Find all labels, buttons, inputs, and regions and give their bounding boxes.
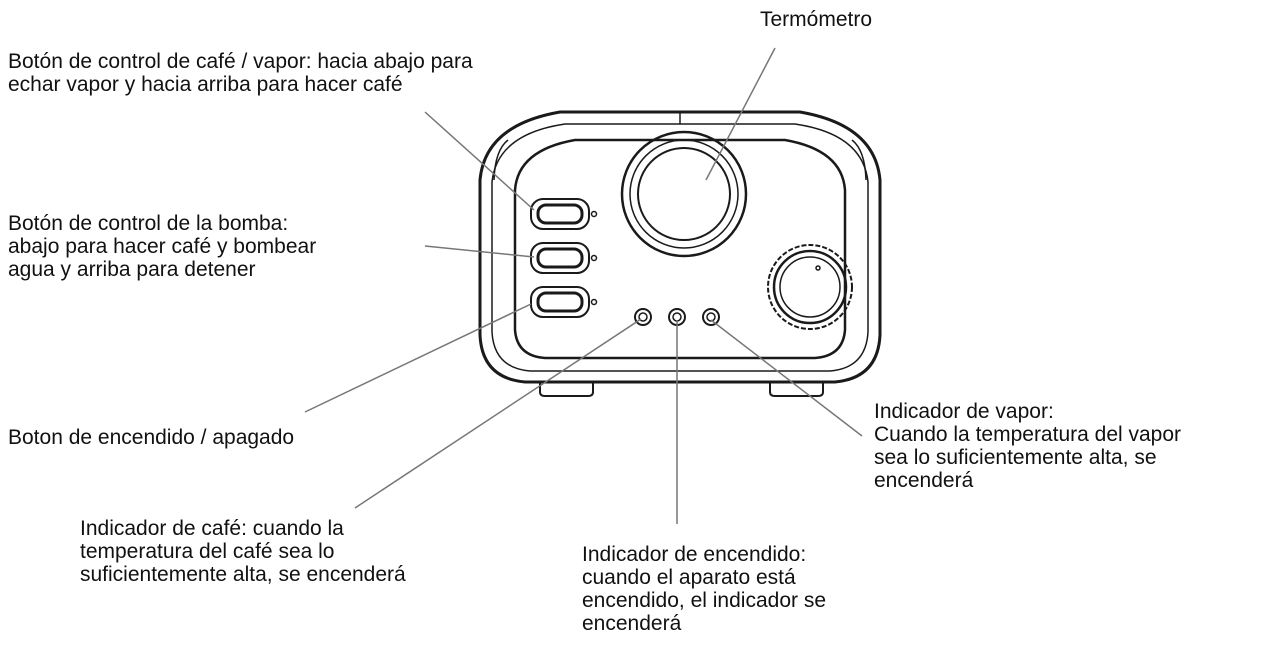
leader-power [304, 303, 532, 413]
right-foot [769, 382, 824, 397]
power-button-label: Boton de encendido / apagado [8, 426, 295, 449]
leader-steam-indicator [710, 319, 863, 437]
left-foot [539, 382, 594, 397]
steam-indicator-label: Indicador de vapor: Cuando la temperatur… [874, 400, 1182, 492]
coffee-indicator-label: Indicador de café: cuando la temperatura… [80, 517, 406, 586]
leader-thermometer [705, 47, 776, 181]
coffee-steam-button-label: Botón de control de café / vapor: hacia … [8, 50, 473, 96]
pump-switch [530, 242, 598, 274]
leader-coffee-indicator [354, 318, 642, 509]
steam-knob [767, 244, 853, 330]
front-face [513, 138, 847, 360]
leader-lines [304, 47, 863, 524]
right-side-band [851, 139, 867, 181]
coffee-indicator-light [634, 308, 652, 326]
leader-pump [424, 245, 535, 258]
rocker-switches [530, 198, 598, 318]
leader-coffee-steam [424, 111, 535, 211]
power-indicator-label: Indicador de encendido: cuando el aparat… [582, 543, 827, 635]
left-side-band [493, 139, 509, 181]
steam-indicator-light [702, 308, 720, 326]
shell-inner-contour [491, 123, 869, 372]
coffee-steam-switch [530, 198, 598, 230]
pump-button-label: Botón de control de la bomba: abajo para… [8, 212, 317, 281]
outer-shell [478, 110, 882, 384]
thermometer-gauge [620, 130, 748, 258]
thermometer-label: Termómetro [760, 8, 873, 31]
power-switch [530, 286, 598, 318]
machine-body [478, 110, 882, 397]
